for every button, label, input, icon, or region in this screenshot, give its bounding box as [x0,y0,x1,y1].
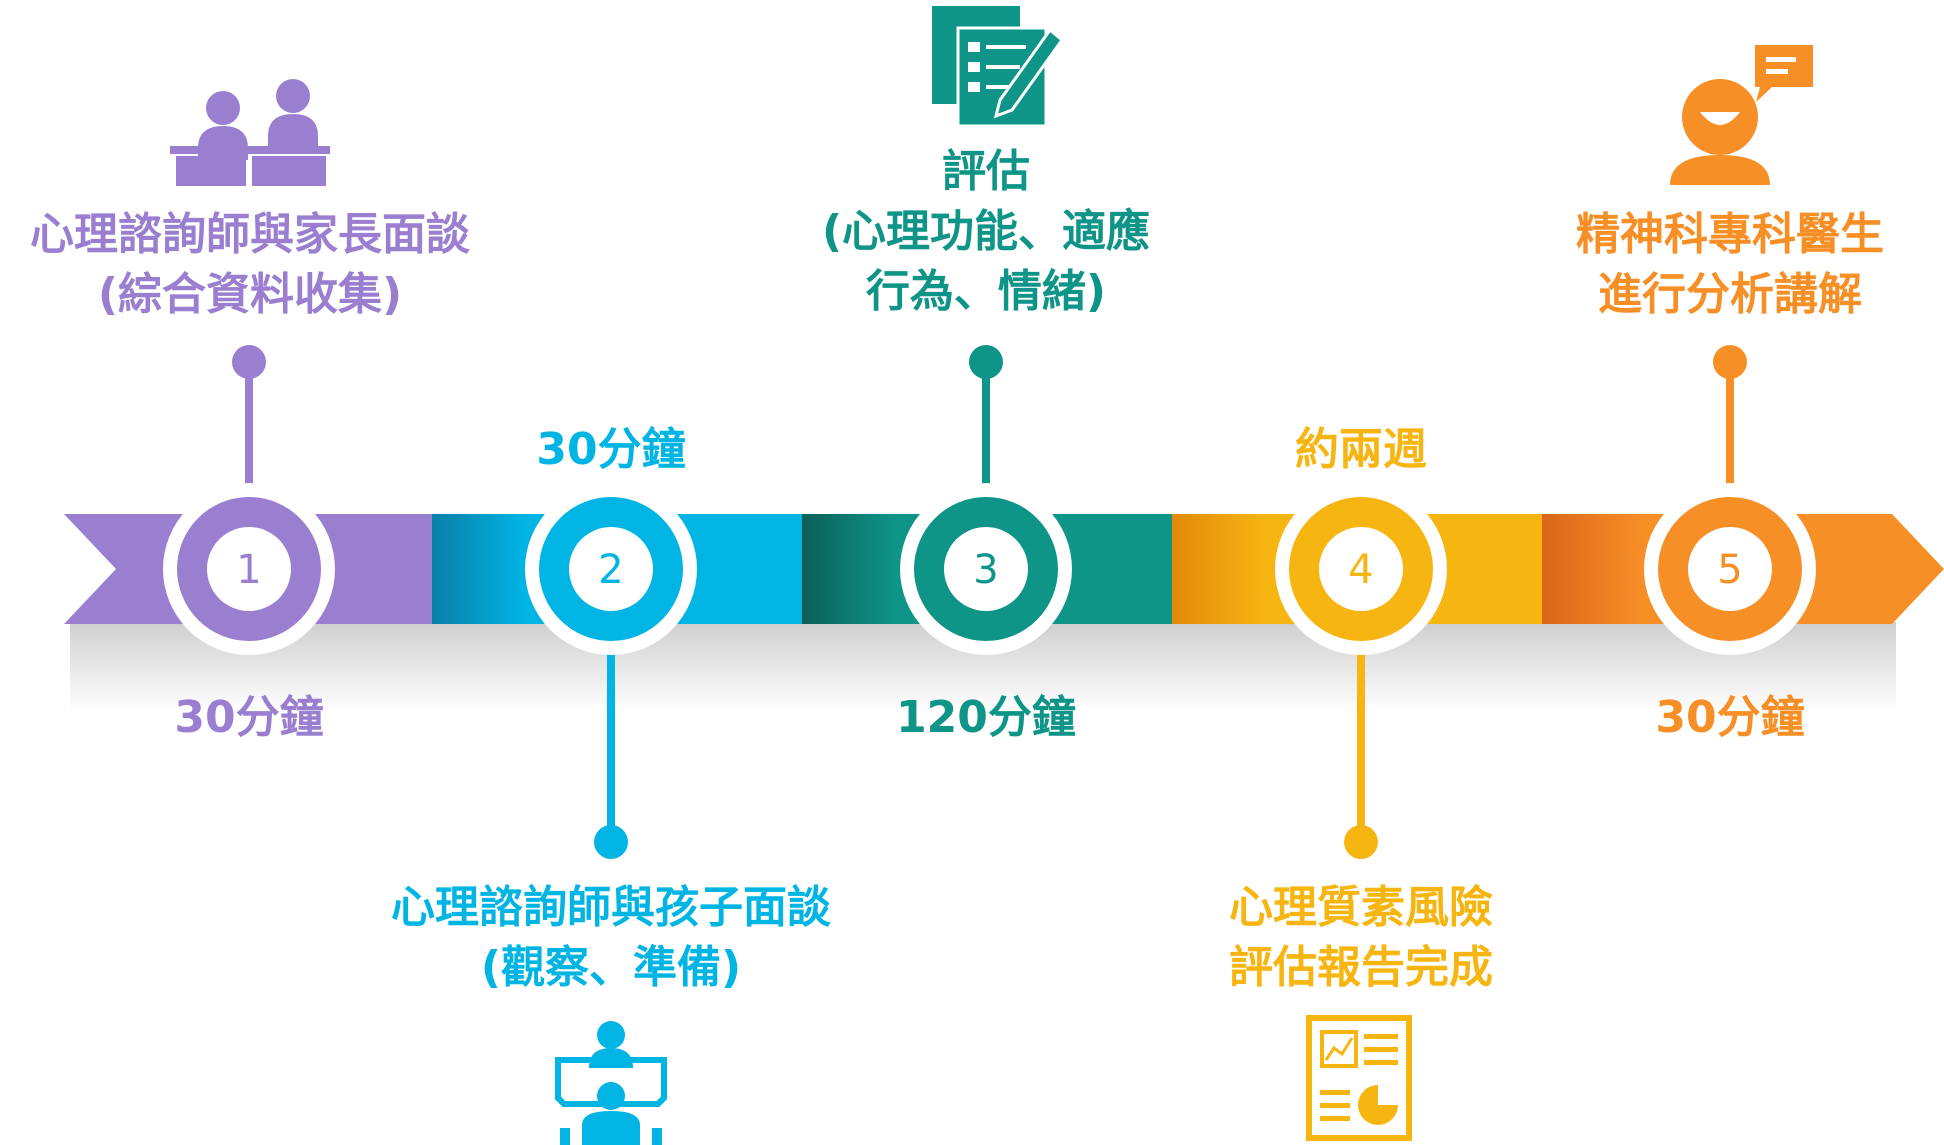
connector-dot-5 [1713,345,1747,379]
step-2-label-line2: (觀察、準備) [480,942,742,993]
report-icon [1306,1015,1412,1141]
step-4-label-line2: 評估報告完成 [1229,942,1493,993]
meeting-icon [170,79,330,186]
step-4-duration: 約兩週 [1295,424,1427,475]
step-number-4: 4 [1348,547,1373,593]
step-3-label-line2: (心理功能、適應 [821,206,1151,257]
step-number-1: 1 [236,547,261,593]
step-number-5: 5 [1717,547,1742,593]
connector-dot-4 [1344,825,1378,859]
step-5-label-line2: 進行分析講解 [1598,269,1862,320]
step-number-3: 3 [973,547,998,593]
step-3-label-line3: 行為、情緒) [865,266,1107,317]
connector-dot-3 [969,345,1003,379]
step-circle-1 [163,483,335,655]
step-circle-5 [1644,483,1816,655]
step-3-duration: 120分鐘 [896,692,1076,743]
step-3-label: 評估 (心理功能、適應 行為、情緒) [786,142,1186,322]
step-4-label: 心理質素風險 評估報告完成 [1161,878,1561,998]
step-2-label-line1: 心理諮詢師與孩子面談 [391,882,831,933]
doctor-icon [1670,45,1813,185]
connector-dot-1 [232,345,266,379]
step-2-duration: 30分鐘 [536,424,686,475]
step-5-label: 精神科專科醫生 進行分析講解 [1530,205,1930,325]
step-number-2: 2 [598,547,623,593]
step-1-label: 心理諮詢師與家長面談 (綜合資料收集) [0,205,500,325]
step-circle-2 [525,483,697,655]
step-circle-4 [1275,483,1447,655]
step-1-duration: 30分鐘 [174,692,324,743]
connector-dot-2 [594,825,628,859]
step-2-label: 心理諮詢師與孩子面談 (觀察、準備) [361,878,861,998]
step-5-duration: 30分鐘 [1655,692,1805,743]
checklist-icon [932,6,1065,128]
step-3-label-line1: 評估 [942,146,1030,197]
step-circle-3 [900,483,1072,655]
step-5-label-line1: 精神科專科醫生 [1576,209,1884,260]
step-1-label-line1: 心理諮詢師與家長面談 [30,209,470,260]
observation-icon [555,1021,667,1145]
step-1-label-line2: (綜合資料收集) [97,269,403,320]
step-4-label-line1: 心理質素風險 [1229,882,1493,933]
